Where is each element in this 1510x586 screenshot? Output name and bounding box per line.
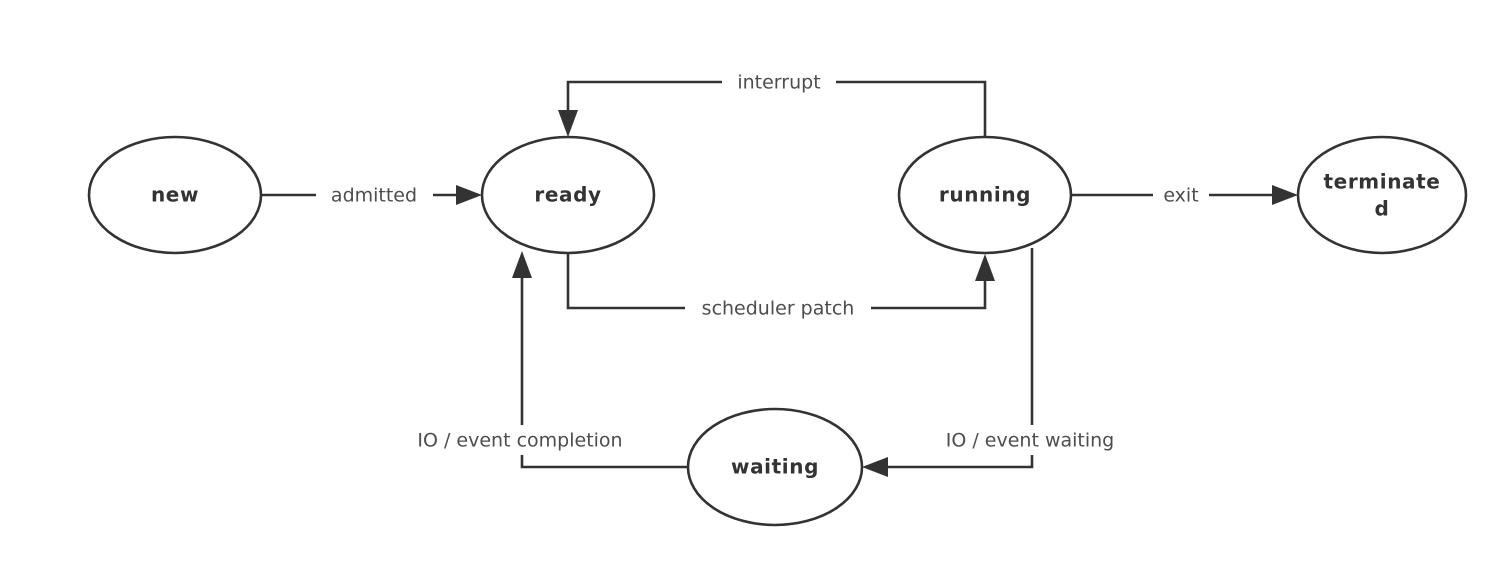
node-terminated-ellipse[interactable] [1296,135,1468,255]
edge-line-interrupt-right [836,80,987,137]
node-new[interactable]: new [87,135,263,255]
node-new-ellipse[interactable] [87,135,263,255]
edge-label-io-event-completion: IO / event completion [417,430,622,452]
edge-label-exit: exit [1163,185,1198,207]
edge-label-interrupt: interrupt [737,72,820,94]
node-waiting-ellipse[interactable] [686,407,864,527]
edge-running-to-waiting: IO / event waiting [862,248,1114,477]
edge-label-io-event-waiting: IO / event waiting [946,430,1115,452]
edge-ready-to-running: scheduler patch [566,253,995,320]
edge-line-io-completion-bottom [520,455,688,469]
node-terminated[interactable]: terminate d [1296,135,1468,255]
edge-running-to-ready: interrupt [558,72,987,137]
edge-line-scheduler-right [871,281,987,310]
edge-line-interrupt-left [566,80,722,110]
edge-waiting-to-ready: IO / event completion [417,251,688,469]
arrowhead-into-ready-top [558,110,578,137]
node-new-label: new [151,183,199,207]
edge-label-scheduler-patch: scheduler patch [702,298,855,320]
node-waiting[interactable]: waiting [686,407,864,527]
edge-line-io-waiting-corner [888,455,1034,469]
node-terminated-label-line2: d [1375,197,1390,221]
node-running-label: running [939,183,1031,207]
edge-label-admitted: admitted [331,185,417,207]
arrowhead-into-waiting [862,457,888,477]
arrowhead-into-running-bottom [975,254,995,281]
node-ready-label: ready [534,183,601,207]
arrowhead-into-ready-bottom [512,251,532,278]
edge-line-scheduler-left [566,253,685,310]
node-terminated-label-line1: terminate [1324,170,1441,194]
node-running[interactable]: running [897,135,1073,255]
node-ready[interactable]: ready [480,135,656,255]
node-waiting-label: waiting [731,455,819,479]
edge-running-to-terminated: exit [1071,185,1298,207]
edge-new-to-ready: admitted [261,185,482,207]
arrowhead-into-terminated [1272,185,1298,205]
node-running-ellipse[interactable] [897,135,1073,255]
node-ready-ellipse[interactable] [480,135,656,255]
arrowhead-into-ready-left [456,185,482,205]
